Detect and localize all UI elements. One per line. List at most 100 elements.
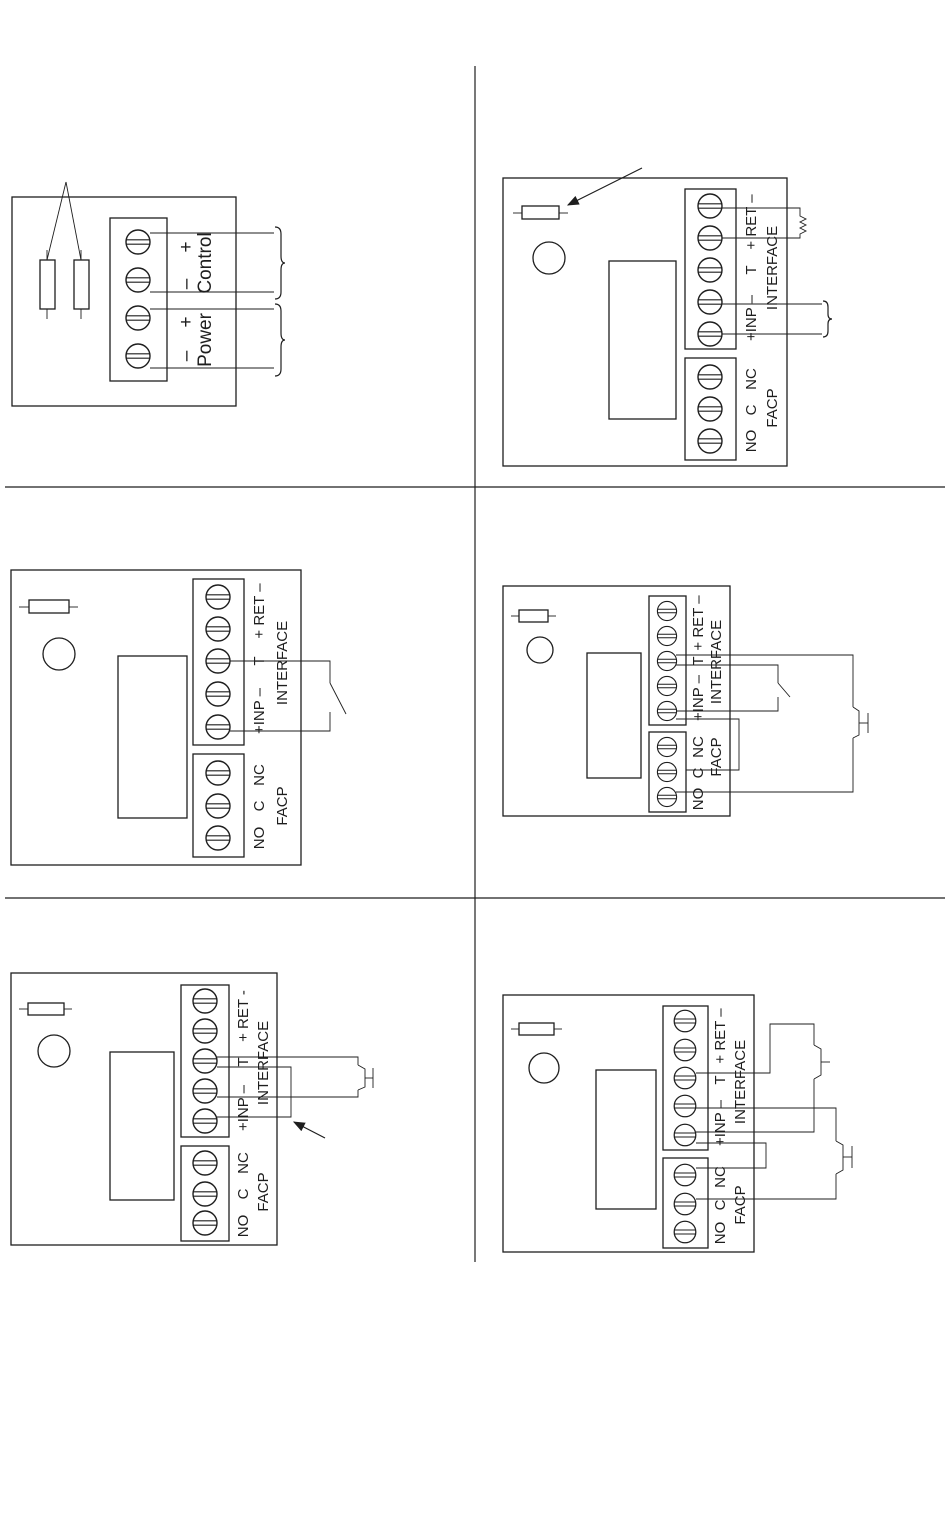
panel-6-dual-pushbutton: + RET – T +INP – INTERFACE NC C NO FACP <box>503 995 852 1252</box>
switch-contact-icon <box>778 683 790 697</box>
inp-label: +INP – <box>743 294 760 341</box>
relay-module <box>609 261 676 419</box>
led-indicator <box>529 1053 559 1083</box>
terminal-screw-icon <box>193 1049 217 1073</box>
terminal-screw-icon <box>193 1211 217 1235</box>
interface-label: INTERFACE <box>708 620 725 704</box>
no-label: NO <box>743 430 760 453</box>
terminal-screw-icon <box>126 230 150 254</box>
terminal-screw-icon <box>193 1182 217 1206</box>
interface-label: INTERFACE <box>732 1040 749 1124</box>
terminal-screw-icon <box>698 322 722 346</box>
terminal-screw-icon <box>674 1039 696 1061</box>
terminal-screw-icon <box>126 268 150 292</box>
panel-1-power-control: + – Control + – Power <box>12 182 285 406</box>
terminal-screw-icon <box>674 1095 696 1117</box>
ret-label: + RET – <box>251 583 268 639</box>
resistor-icon <box>40 250 55 319</box>
facp-label: FACP <box>274 786 291 825</box>
terminal-screw-icon <box>126 344 150 368</box>
facp-label: FACP <box>764 388 781 427</box>
t-label: T <box>235 1057 252 1066</box>
terminal-screw-icon <box>698 397 722 421</box>
terminal-screw-icon <box>206 649 230 673</box>
nc-label: NC <box>235 1152 252 1174</box>
facp-label: FACP <box>708 737 725 776</box>
led-indicator <box>43 638 75 670</box>
terminal-screw-icon <box>206 682 230 706</box>
terminal-screw-icon <box>674 1124 696 1146</box>
terminal-screw-icon <box>674 1067 696 1089</box>
terminal-screw-icon <box>657 676 676 695</box>
no-label: NO <box>251 827 268 850</box>
terminal-screw-icon <box>206 761 230 785</box>
c-label: C <box>690 767 707 778</box>
terminal-screw-icon <box>698 226 722 250</box>
nc-label: NC <box>251 764 268 786</box>
brace <box>275 227 285 299</box>
plus-label: + <box>176 241 197 252</box>
terminal-screw-icon <box>698 290 722 314</box>
panel-5-pushbutton-jumper: + RET - T +INP – INTERFACE NC C NO FACP <box>11 973 373 1245</box>
relay-module <box>110 1052 174 1200</box>
terminal-screw-icon <box>206 715 230 739</box>
pushbutton-icon <box>358 1065 373 1090</box>
terminal-screw-icon <box>657 626 676 645</box>
facp-label: FACP <box>732 1185 749 1224</box>
terminal-screw-icon <box>193 1151 217 1175</box>
terminal-screw-icon <box>657 651 676 670</box>
inp-label: +INP – <box>690 674 707 721</box>
power-label: Power <box>195 312 216 367</box>
panel-4-contact-and-pushbutton: + RET – T +INP – INTERFACE NC C NO FACP <box>503 586 868 816</box>
no-label: NO <box>235 1215 252 1238</box>
minus-label: – <box>176 278 197 289</box>
no-label: NO <box>712 1222 729 1245</box>
t-label: T <box>743 265 760 274</box>
terminal-screw-icon <box>193 1019 217 1043</box>
resistor-icon <box>74 250 89 319</box>
terminal-screw-icon <box>674 1221 696 1243</box>
terminal-screw-icon <box>657 601 676 620</box>
c-label: C <box>251 800 268 811</box>
control-label: Control <box>195 232 216 293</box>
c-label: C <box>712 1199 729 1210</box>
minus-label: – <box>176 350 197 361</box>
pointer-arrow <box>294 1122 325 1138</box>
interface-label: INTERFACE <box>274 621 291 705</box>
t-label: T <box>251 656 268 665</box>
pushbutton-icon <box>814 1045 830 1079</box>
terminal-screw-icon <box>657 787 676 806</box>
terminal-screw-icon <box>206 794 230 818</box>
facp-label: FACP <box>255 1172 272 1211</box>
no-label: NO <box>690 788 707 811</box>
c-label: C <box>235 1188 252 1199</box>
terminal-screw-icon <box>193 989 217 1013</box>
interface-label: INTERFACE <box>255 1021 272 1105</box>
inp-label: +INP – <box>251 687 268 734</box>
panel-3-trouble-contact: + RET – T +INP – INTERFACE NC C NO FACP <box>11 570 346 865</box>
pushbutton-icon <box>853 707 868 738</box>
relay-module <box>118 656 187 818</box>
terminal-screw-icon <box>674 1193 696 1215</box>
terminal-screw-icon <box>698 258 722 282</box>
led-indicator <box>533 242 565 274</box>
c-label: C <box>743 404 760 415</box>
ret-label: + RET – <box>690 595 707 651</box>
switch-contact-icon <box>330 683 346 714</box>
plus-label: + <box>176 316 197 327</box>
pushbutton-icon <box>836 1141 852 1174</box>
nc-label: NC <box>690 736 707 758</box>
nc-label: NC <box>712 1166 729 1188</box>
terminal-screw-icon <box>657 701 676 720</box>
terminal-screw-icon <box>698 194 722 218</box>
interface-label: INTERFACE <box>764 226 781 310</box>
terminal-screw-icon <box>674 1010 696 1032</box>
t-label: T <box>712 1075 729 1084</box>
resistor-icon <box>511 1023 562 1035</box>
terminal-screw-icon <box>193 1109 217 1133</box>
brace <box>823 301 832 337</box>
terminal-screw-icon <box>674 1164 696 1186</box>
terminal-screw-icon <box>698 365 722 389</box>
inp-label: +INP – <box>235 1084 252 1131</box>
